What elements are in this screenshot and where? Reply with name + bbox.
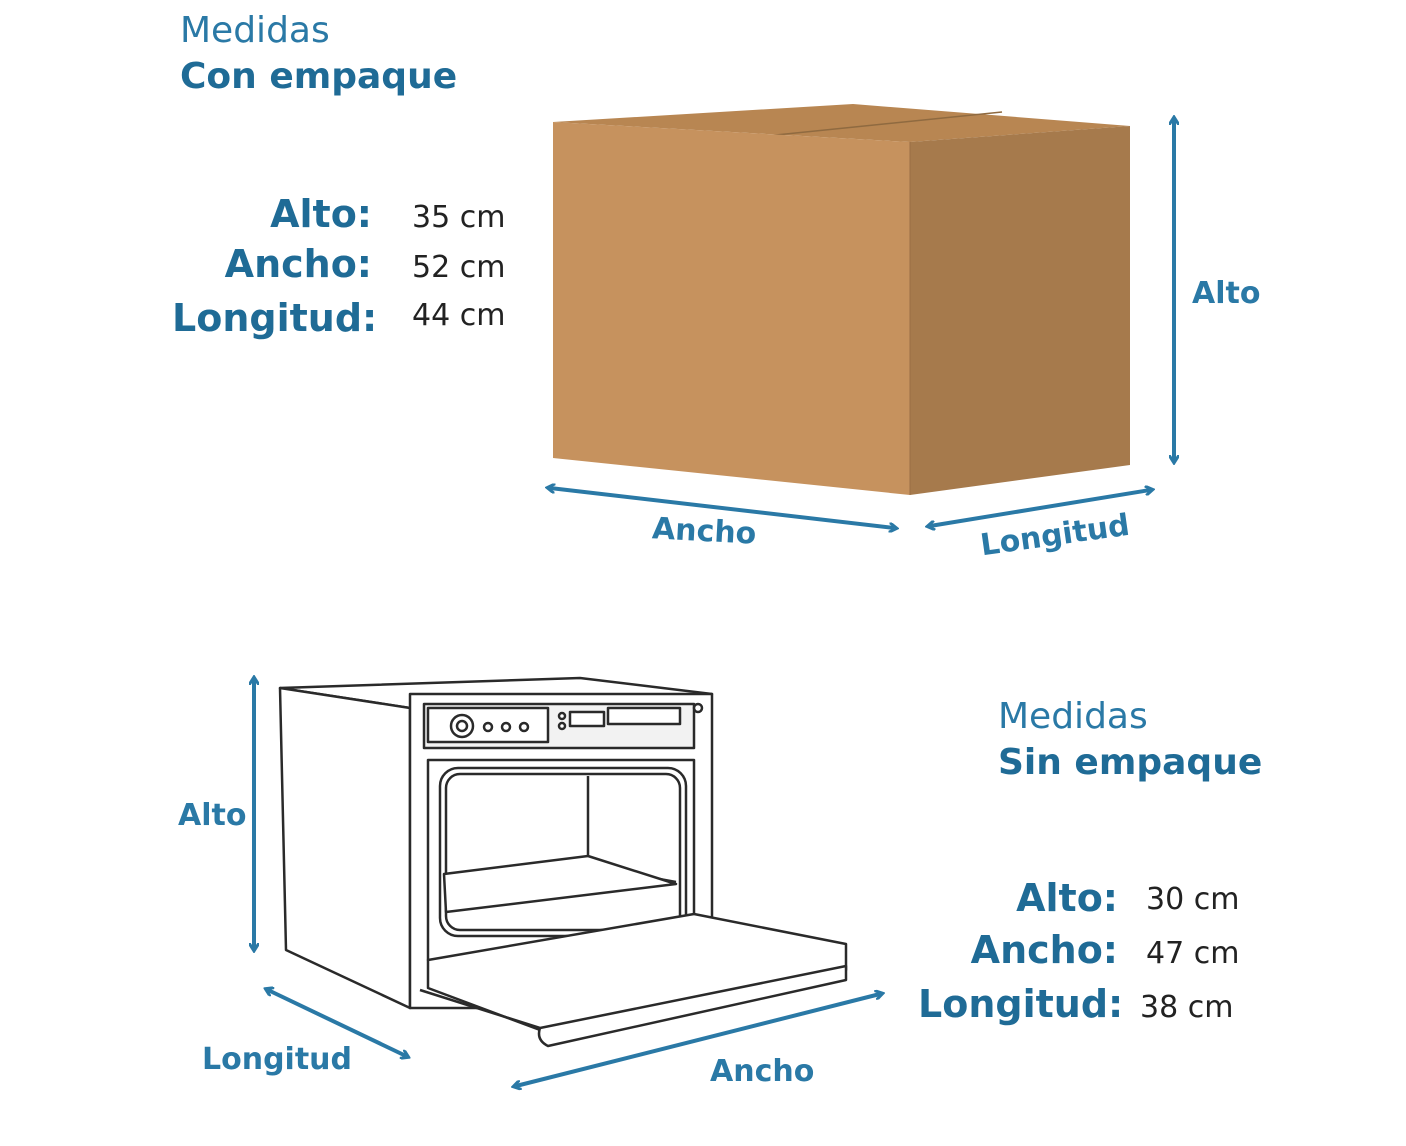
oven-knob xyxy=(449,713,475,739)
oven-button xyxy=(482,721,494,733)
box-length-arrow xyxy=(930,490,1150,526)
box-top-face xyxy=(553,104,1130,142)
oven-width-label: Ancho xyxy=(710,1054,815,1089)
box-tape-line xyxy=(765,111,1003,137)
packaged-title-line1: Medidas xyxy=(180,10,330,51)
oven-length-arrow xyxy=(268,990,406,1056)
oven-illustration xyxy=(278,676,848,1048)
packaged-spec-label-width: Ancho: xyxy=(224,242,372,286)
box-front-face xyxy=(553,122,910,495)
unpackaged-title-line2: Sin empaque xyxy=(998,742,1263,783)
packaged-spec-label-height: Alto: xyxy=(270,192,372,236)
box-height-label: Alto xyxy=(1192,276,1261,311)
unpackaged-spec-value-length: 38 cm xyxy=(1140,990,1234,1025)
oven-button xyxy=(518,721,530,733)
unpackaged-spec-value-width: 47 cm xyxy=(1146,936,1240,971)
oven-rack xyxy=(442,854,678,914)
oven-width-arrow xyxy=(516,994,880,1086)
unpackaged-spec-label-width: Ancho: xyxy=(970,928,1118,972)
box-side-face xyxy=(910,126,1130,495)
oven-height-label: Alto xyxy=(178,798,247,833)
unpackaged-title-line1: Medidas xyxy=(998,696,1148,737)
oven-button xyxy=(500,721,512,733)
packaged-title-line2: Con empaque xyxy=(180,56,458,97)
box-width-arrow xyxy=(550,488,894,528)
cardboard-box-illustration xyxy=(553,104,1130,495)
packaged-spec-value-length: 44 cm xyxy=(412,298,506,333)
box-width-label: Ancho xyxy=(651,511,758,552)
unpackaged-spec-label-length: Longitud: xyxy=(918,982,1124,1026)
unpackaged-spec-label-height: Alto: xyxy=(1016,876,1118,920)
oven-length-label: Longitud xyxy=(202,1042,353,1077)
packaged-spec-label-length: Longitud: xyxy=(172,296,378,340)
unpackaged-spec-value-height: 30 cm xyxy=(1146,882,1240,917)
oven-display xyxy=(568,710,606,728)
oven-side xyxy=(278,686,412,1010)
packaged-spec-value-width: 52 cm xyxy=(412,250,506,285)
packaged-spec-value-height: 35 cm xyxy=(412,200,506,235)
